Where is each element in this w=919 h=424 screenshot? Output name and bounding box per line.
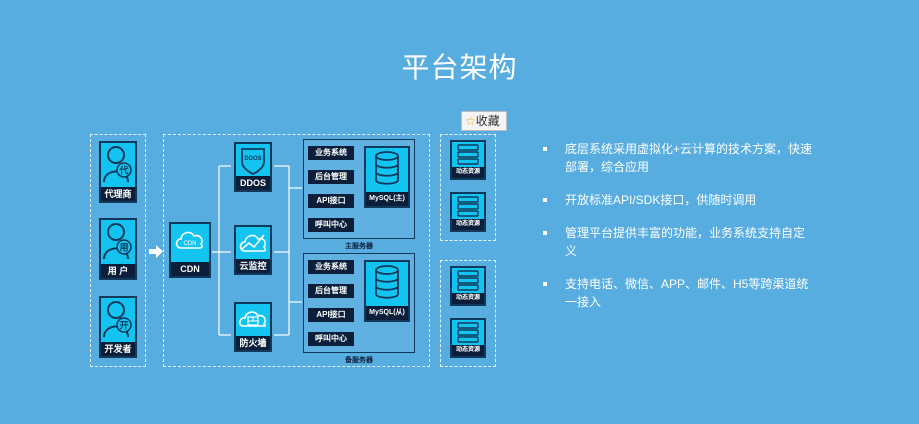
star-icon: ☆ <box>465 114 476 128</box>
users-panel <box>90 134 146 367</box>
platform-panel <box>163 134 430 367</box>
resource-label: 动态资源 <box>452 167 484 178</box>
dynamic-resource[interactable]: 动态资源 <box>450 192 486 232</box>
user-card-user[interactable]: 用 用 户 <box>99 218 137 280</box>
resource-label: 动态资源 <box>452 345 484 356</box>
person-icon: 用 <box>103 223 132 260</box>
service-ddos[interactable]: DDOS DDOS <box>234 142 272 192</box>
service-label: 防火墙 <box>236 336 270 350</box>
firewall-icon <box>239 311 267 327</box>
user-badge: 开 <box>119 321 128 331</box>
feature-list: 底层系统采用虚拟化+云计算的技术方案，快速部署，综合应用 开放标准API/SDK… <box>543 140 813 326</box>
user-card-agent[interactable]: 代 代理商 <box>99 141 137 203</box>
user-badge: 代 <box>118 165 128 176</box>
cloud-monitor-icon <box>239 234 267 252</box>
cdn-label: CDN <box>171 262 209 276</box>
person-icon: 代 <box>103 146 132 183</box>
shield-icon: DDOS <box>241 148 265 175</box>
service-label: 云监控 <box>236 259 270 273</box>
ddos-icon-text: DDOS <box>244 156 261 162</box>
feature-item: 管理平台提供丰富的功能，业务系统支持自定义 <box>543 224 813 260</box>
main-server-caption: 主服务器 <box>345 243 373 250</box>
page-title: 平台架构 <box>401 52 518 83</box>
dynamic-resource[interactable]: 动态资源 <box>450 318 486 358</box>
resource-label: 动态资源 <box>452 293 484 304</box>
mysql-slave[interactable]: MySQL(从) <box>364 260 410 322</box>
feature-item: 开放标准API/SDK接口，供随时调用 <box>543 191 813 209</box>
favorite-button[interactable]: ☆收藏 <box>461 111 507 131</box>
main-server-item: 业务系统 <box>308 146 354 160</box>
mysql-label: MySQL(从) <box>366 306 408 320</box>
dynamic-resource[interactable]: 动态资源 <box>450 140 486 180</box>
mysql-label: MySQL(主) <box>366 192 408 206</box>
favorite-label: 收藏 <box>475 114 500 128</box>
user-label: 代理商 <box>101 187 135 201</box>
backup-server-caption: 备服务器 <box>345 357 373 364</box>
service-label: DDOS <box>236 176 270 190</box>
main-server-group[interactable]: 业务系统 后台管理 API接口 呼叫中心 MySQL(主) <box>303 139 415 239</box>
database-icon <box>375 151 399 185</box>
server-rack-icon <box>457 270 479 291</box>
cdn-icon-text: CDN <box>184 241 197 247</box>
main-server-item: 呼叫中心 <box>308 218 354 232</box>
user-badge: 用 <box>118 243 128 253</box>
user-card-developer[interactable]: 开 开发者 <box>99 296 137 358</box>
main-server-item: API接口 <box>308 194 354 208</box>
backup-server-group[interactable]: 业务系统 后台管理 API接口 呼叫中心 MySQL(从) <box>303 253 415 353</box>
mysql-master[interactable]: MySQL(主) <box>364 146 410 208</box>
dynamic-resource[interactable]: 动态资源 <box>450 266 486 306</box>
main-server-item: 后台管理 <box>308 170 354 184</box>
feature-item: 支持电话、微信、APP、邮件、H5等跨渠道统一接入 <box>543 275 813 311</box>
service-firewall[interactable]: 防火墙 <box>234 302 272 352</box>
resource-label: 动态资源 <box>452 219 484 230</box>
backup-server-item: API接口 <box>308 308 354 322</box>
feature-item: 底层系统采用虚拟化+云计算的技术方案，快速部署，综合应用 <box>543 140 813 176</box>
cloud-icon: CDN <box>175 231 203 249</box>
server-rack-icon <box>457 144 479 165</box>
resource-panel-top <box>440 134 496 241</box>
server-rack-icon <box>457 196 479 217</box>
user-label: 用 户 <box>101 264 135 278</box>
user-label: 开发者 <box>101 342 135 356</box>
service-monitor[interactable]: 云监控 <box>234 225 272 275</box>
cdn-node[interactable]: CDN CDN <box>169 222 211 278</box>
database-icon <box>375 265 399 299</box>
backup-server-item: 呼叫中心 <box>308 332 354 346</box>
person-icon: 开 <box>103 301 132 338</box>
resource-panel-bottom <box>440 260 496 367</box>
backup-server-item: 后台管理 <box>308 284 354 298</box>
backup-server-item: 业务系统 <box>308 260 354 274</box>
server-rack-icon <box>457 322 479 343</box>
